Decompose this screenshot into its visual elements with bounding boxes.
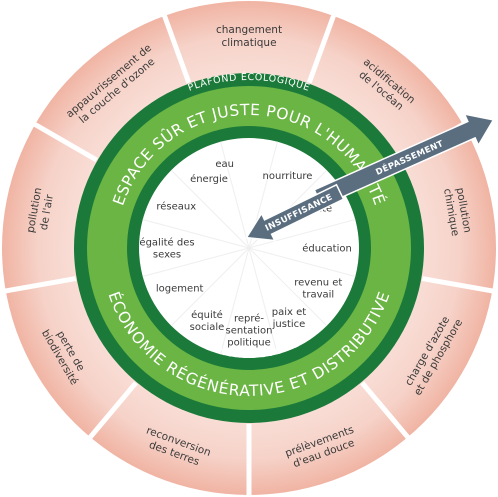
social-label: logement [156, 284, 204, 295]
outer-divider [360, 381, 412, 442]
inner-spoke [248, 247, 356, 277]
social-label-line: sociale [190, 322, 225, 333]
ecological-label-line: changement [216, 24, 282, 36]
inner-spoke [220, 247, 250, 355]
social-label-line: équité [191, 309, 223, 321]
social-label: réseaux [156, 201, 196, 213]
inner-spoke [248, 247, 328, 327]
outer-divider [31, 120, 98, 163]
outer-divider [306, 12, 337, 84]
inner-spoke [248, 247, 278, 355]
outer-divider [86, 381, 138, 442]
social-label-line: réseaux [156, 201, 196, 213]
social-label: eau [215, 159, 234, 170]
inner-spoke [142, 247, 250, 277]
social-label-line: sexes [153, 250, 181, 261]
social-label-line: revenu et [294, 278, 342, 289]
inner-spoke [170, 169, 250, 249]
social-label-line: nourriture [263, 171, 313, 182]
social-label-line: politique [227, 338, 271, 349]
social-label-line: repré- [234, 313, 264, 325]
inner-spoke [220, 141, 250, 249]
social-label-line: égalité des [139, 237, 194, 249]
inner-spoke [170, 247, 250, 327]
social-label-line: logement [156, 284, 204, 295]
outer-divider [2, 276, 77, 294]
social-labels: eaunourrituresantééducationrevenu ettrav… [139, 159, 351, 349]
social-label-line: énergie [190, 173, 228, 185]
ecological-label-line: climatique [221, 37, 276, 49]
social-label-line: éducation [302, 243, 352, 255]
social-label-line: justice [272, 319, 306, 330]
social-label-line: paix et [272, 307, 307, 318]
inner-spoke [248, 219, 356, 249]
outer-divider [161, 12, 192, 84]
social-label-line: eau [215, 159, 234, 170]
social-label-line: sentation [226, 326, 273, 337]
social-label: énergie [190, 173, 228, 185]
social-label-line: travail [302, 290, 334, 301]
social-label: éducation [302, 243, 352, 255]
outer-divider [421, 276, 496, 294]
social-label: nourriture [263, 171, 313, 182]
inner-spoke [142, 219, 250, 249]
